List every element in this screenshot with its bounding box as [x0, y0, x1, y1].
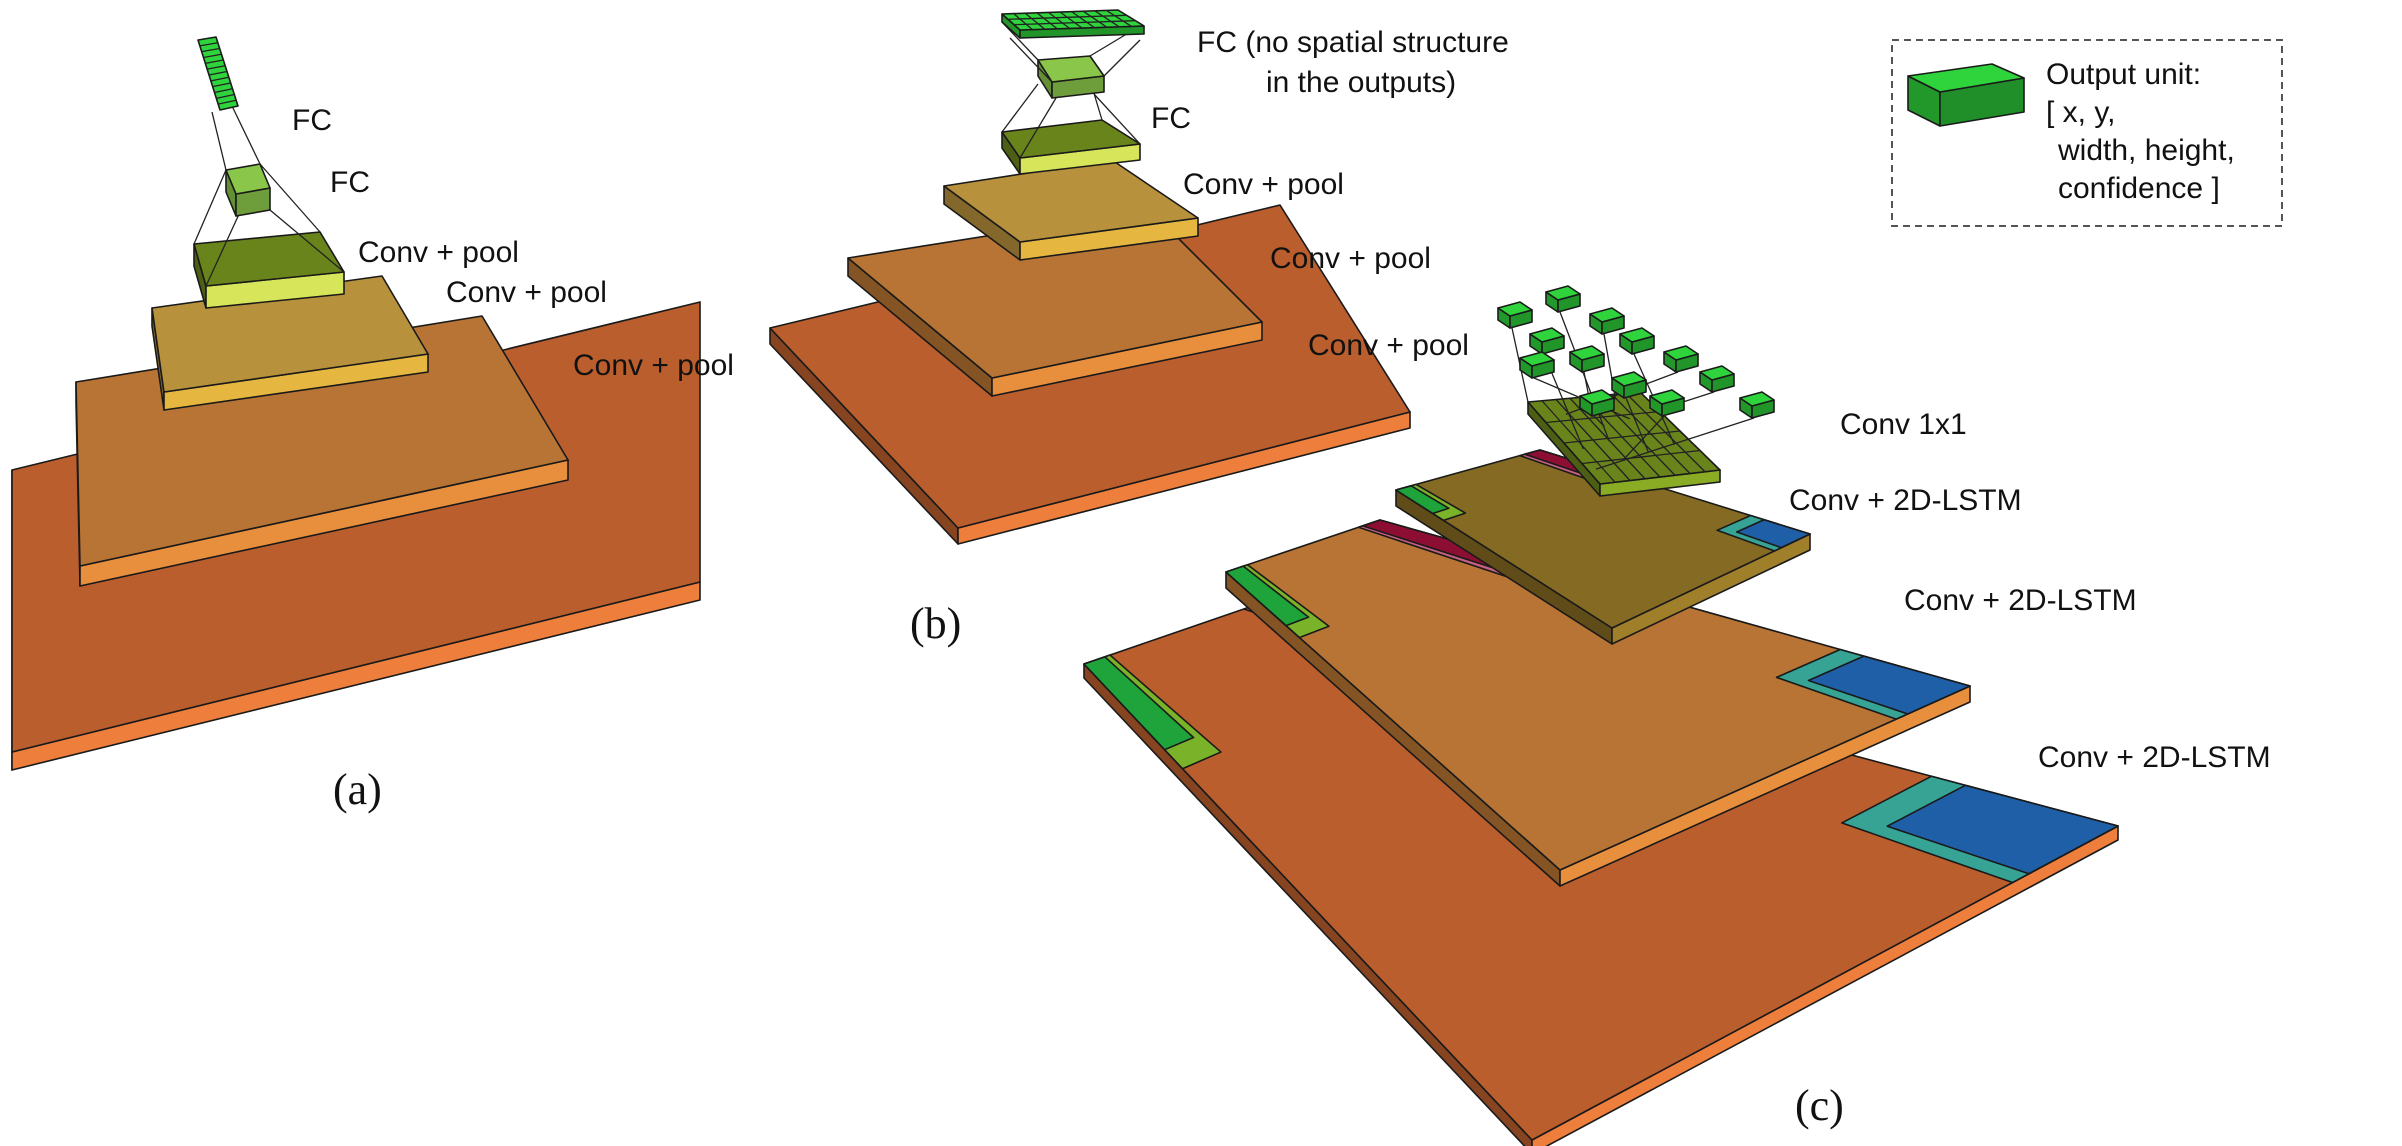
- b-fc-output-cell: [1048, 11, 1070, 29]
- c-output-unit-3-top: [1529, 327, 1565, 343]
- b-fc-output-cell: [1071, 11, 1095, 29]
- a-fc-column-cell: [207, 65, 226, 70]
- c-output-unit-0-top: [1497, 301, 1533, 317]
- label-b-fc-nospatial-2: in the outputs): [1266, 66, 1456, 99]
- b-fc-output-cell: [1013, 20, 1136, 26]
- c-output-unit-5-top: [1619, 327, 1655, 343]
- c-output-unit-2-top: [1589, 307, 1625, 323]
- c-output-link: [1593, 415, 1605, 427]
- b-fc-output-cell: [1082, 10, 1108, 28]
- label-c-conv-2dlstm-3: Conv + 2D-LSTM: [2038, 741, 2271, 774]
- b-fc-output-cell: [1094, 10, 1120, 28]
- legend-fields-2: width, height,: [2057, 134, 2235, 167]
- legend-output-unit-icon: [1907, 63, 2025, 127]
- c-output-link: [1621, 415, 1665, 462]
- c-layer-2-green-patch-1: [1225, 565, 1310, 627]
- c-conv1x1-cell: [1545, 410, 1661, 424]
- caption-c: (c): [1795, 1081, 1844, 1130]
- c-output-unit-11-top: [1739, 391, 1775, 407]
- b-link-3: [1093, 93, 1141, 145]
- a-fc-column-cell: [201, 47, 220, 53]
- label-c-conv-1x1: Conv 1x1: [1840, 408, 1967, 441]
- c-layer-3-blue-patch-1: [1735, 518, 1811, 549]
- legend-fields-1: [ x, y,: [2046, 96, 2115, 129]
- a-link-5: [211, 111, 227, 171]
- c-output-unit-1-top: [1545, 285, 1581, 301]
- label-a-conv-pool-2: Conv + pool: [446, 276, 607, 309]
- a-fc-column-cell: [199, 42, 218, 47]
- c-output-unit-12-top: [1579, 389, 1615, 405]
- label-b-conv-pool-3: Conv + pool: [1308, 329, 1469, 362]
- c-output-link: [1625, 397, 1650, 453]
- label-a-conv-pool-3: Conv + pool: [573, 349, 734, 382]
- legend: Output unit: [ x, y, width, height, conf…: [1891, 39, 2283, 227]
- c-layer-1-blue-patch-1: [1886, 784, 2119, 875]
- a-fc-column-cell: [210, 76, 229, 82]
- a-fc-column-cell: [205, 59, 224, 64]
- c-output-unit-8-top: [1699, 365, 1735, 381]
- b-link-7: [1103, 39, 1141, 77]
- legend-cube-top: [1907, 63, 2025, 93]
- a-fc-column-cell: [212, 82, 231, 88]
- a-link-2: [259, 163, 321, 233]
- c-layer-1-green-patch-1: [1083, 656, 1195, 751]
- label-a-conv-pool-1: Conv + pool: [358, 236, 519, 269]
- label-b-conv-pool-2: Conv + pool: [1270, 242, 1431, 275]
- label-b-fc-nospatial-1: FC (no spatial structure: [1197, 26, 1509, 59]
- a-link-1: [193, 169, 227, 245]
- c-layer-2-blue-patch-1: [1807, 655, 1971, 715]
- c-conv1x1-cell: [1563, 430, 1681, 444]
- c-conv1x1-cell: [1581, 449, 1701, 465]
- a-fc-column-cell: [203, 53, 222, 59]
- c-output-link: [1595, 417, 1755, 470]
- caption-b: (b): [910, 599, 961, 648]
- c-output-unit-7-top: [1611, 371, 1647, 387]
- c-output-unit-9-top: [1649, 389, 1685, 405]
- b-link-8: [1009, 37, 1053, 83]
- a-fc-column-cell: [218, 99, 237, 105]
- c-layer-3-green-patch-1: [1395, 484, 1450, 515]
- caption-a: (a): [333, 765, 382, 814]
- diagram-shapes: [11, 9, 2119, 1146]
- c-output-unit-10-top: [1519, 351, 1555, 367]
- label-c-conv-2dlstm-1: Conv + 2D-LSTM: [1789, 484, 2022, 517]
- a-fc-column-cell: [214, 88, 233, 94]
- legend-title: Output unit:: [2046, 58, 2201, 91]
- label-a-fc-mid: FC: [330, 166, 370, 199]
- b-fc-output-cell: [1036, 12, 1058, 30]
- b-link-4: [1019, 97, 1057, 159]
- b-fc-output-cell: [1059, 11, 1083, 29]
- b-fc-output-cell: [1013, 13, 1033, 31]
- a-fc-block-top: [225, 163, 271, 195]
- b-fc-output-cell: [1024, 12, 1046, 30]
- legend-fields-3: confidence ]: [2058, 172, 2220, 205]
- b-link-1: [1001, 83, 1039, 133]
- b-fc-output-cell: [1007, 14, 1127, 20]
- label-b-fc: FC: [1151, 102, 1191, 135]
- label-c-conv-2dlstm-2: Conv + 2D-LSTM: [1904, 584, 2137, 617]
- a-link-3: [269, 209, 345, 273]
- a-fc-column-cell: [216, 93, 235, 99]
- label-b-conv-pool-1: Conv + pool: [1183, 168, 1344, 201]
- a-link-4: [205, 211, 241, 287]
- label-a-fc-top: FC: [292, 104, 332, 137]
- legend-box: [1891, 39, 2283, 227]
- c-output-unit-6-top: [1663, 345, 1699, 361]
- a-link-6: [231, 105, 261, 165]
- c-output-unit-4-top: [1569, 345, 1605, 361]
- b-fc-output-cell: [1106, 9, 1132, 27]
- a-fc-column-cell: [208, 70, 228, 76]
